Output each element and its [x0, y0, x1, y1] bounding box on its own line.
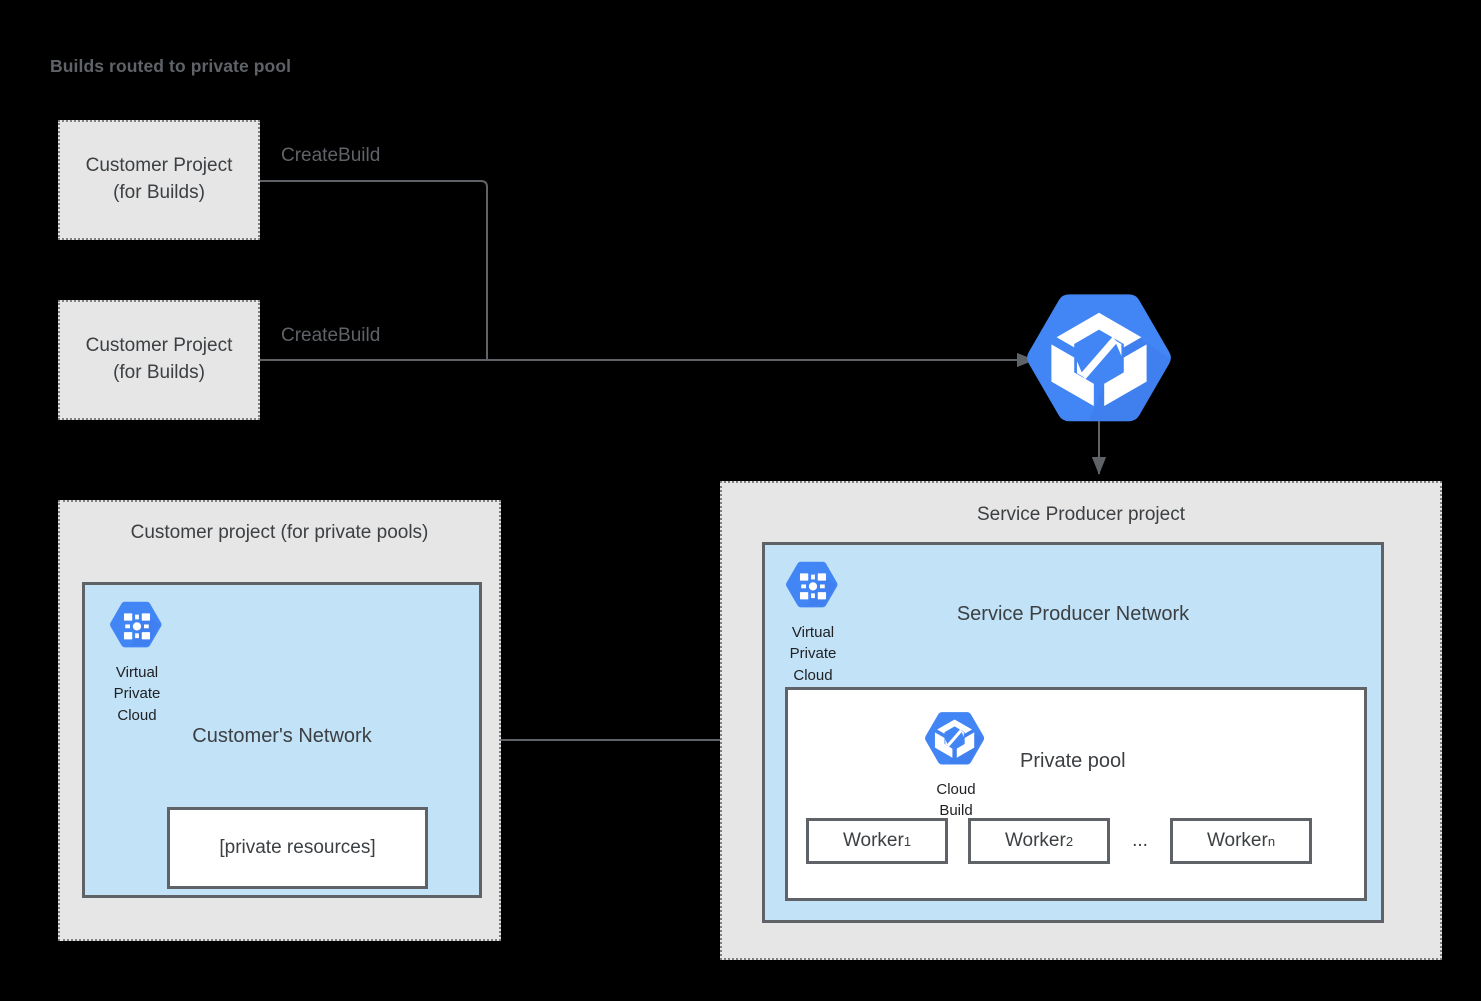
vpc-icon-group-producer: Virtual Private Cloud — [773, 559, 853, 686]
edge-label-createbuild-1: CreateBuild — [281, 145, 381, 166]
worker-ellipsis: ... — [1132, 830, 1148, 851]
label-line-2: (for Builds) — [113, 362, 205, 383]
worker-subscript-1: 1 — [903, 833, 912, 849]
cloud-build-icon[interactable] — [925, 708, 987, 772]
customer-private-pools-project-title: Customer project (for private pools) — [130, 522, 429, 543]
virtual-private-cloud-icon[interactable] — [786, 559, 840, 615]
virtual-private-cloud-icon[interactable] — [110, 599, 164, 655]
label-line-1: Customer Project — [85, 335, 233, 357]
cloud-build-caption: Cloud Build — [936, 781, 976, 820]
label-line-1: Customer Project — [85, 155, 233, 177]
private-resources-box[interactable]: [private resources] — [167, 807, 428, 889]
customers-network-label: Customer's Network — [192, 725, 372, 747]
worker-subscript-n: n — [1267, 833, 1276, 849]
worker-label-n: Worker — [1206, 830, 1268, 851]
worker-label-2: Worker — [1004, 830, 1066, 851]
cloud-build-icon-group: Cloud Build — [916, 708, 996, 822]
service-producer-project-box[interactable]: Service Producer project — [720, 481, 1442, 960]
private-pool-label: Private pool — [1020, 750, 1126, 772]
page-title: Builds routed to private pool — [50, 56, 292, 76]
edge-label-createbuild-2: CreateBuild — [281, 325, 381, 346]
customer-project-builds-box-2[interactable]: Customer Project (for Builds) — [58, 300, 260, 420]
worker-subscript-2: 2 — [1065, 833, 1074, 849]
customer-project-builds-label-1: Customer Project (for Builds) — [86, 153, 233, 207]
vpc-caption-producer: Virtual Private Cloud — [789, 624, 837, 684]
vpc-icon-group-customer: Virtual Private Cloud — [97, 599, 177, 726]
customer-project-builds-box-1[interactable]: Customer Project (for Builds) — [58, 120, 260, 240]
customer-project-builds-label-2: Customer Project (for Builds) — [86, 333, 233, 387]
customer-private-pools-project-box[interactable]: Customer project (for private pools) — [58, 500, 501, 941]
private-resources-label: [private resources] — [219, 837, 376, 858]
service-producer-network-box[interactable]: Virtual Private Cloud Service Producer N… — [762, 542, 1384, 923]
customers-network-box[interactable]: Virtual Private Cloud Customer's Network… — [82, 582, 482, 898]
worker-label-1: Worker — [842, 830, 904, 851]
vpc-caption-customer: Virtual Private Cloud — [113, 664, 161, 724]
service-producer-project-title: Service Producer project — [976, 504, 1186, 525]
label-line-2: (for Builds) — [113, 182, 205, 203]
service-producer-network-label: Service Producer Network — [956, 603, 1190, 625]
